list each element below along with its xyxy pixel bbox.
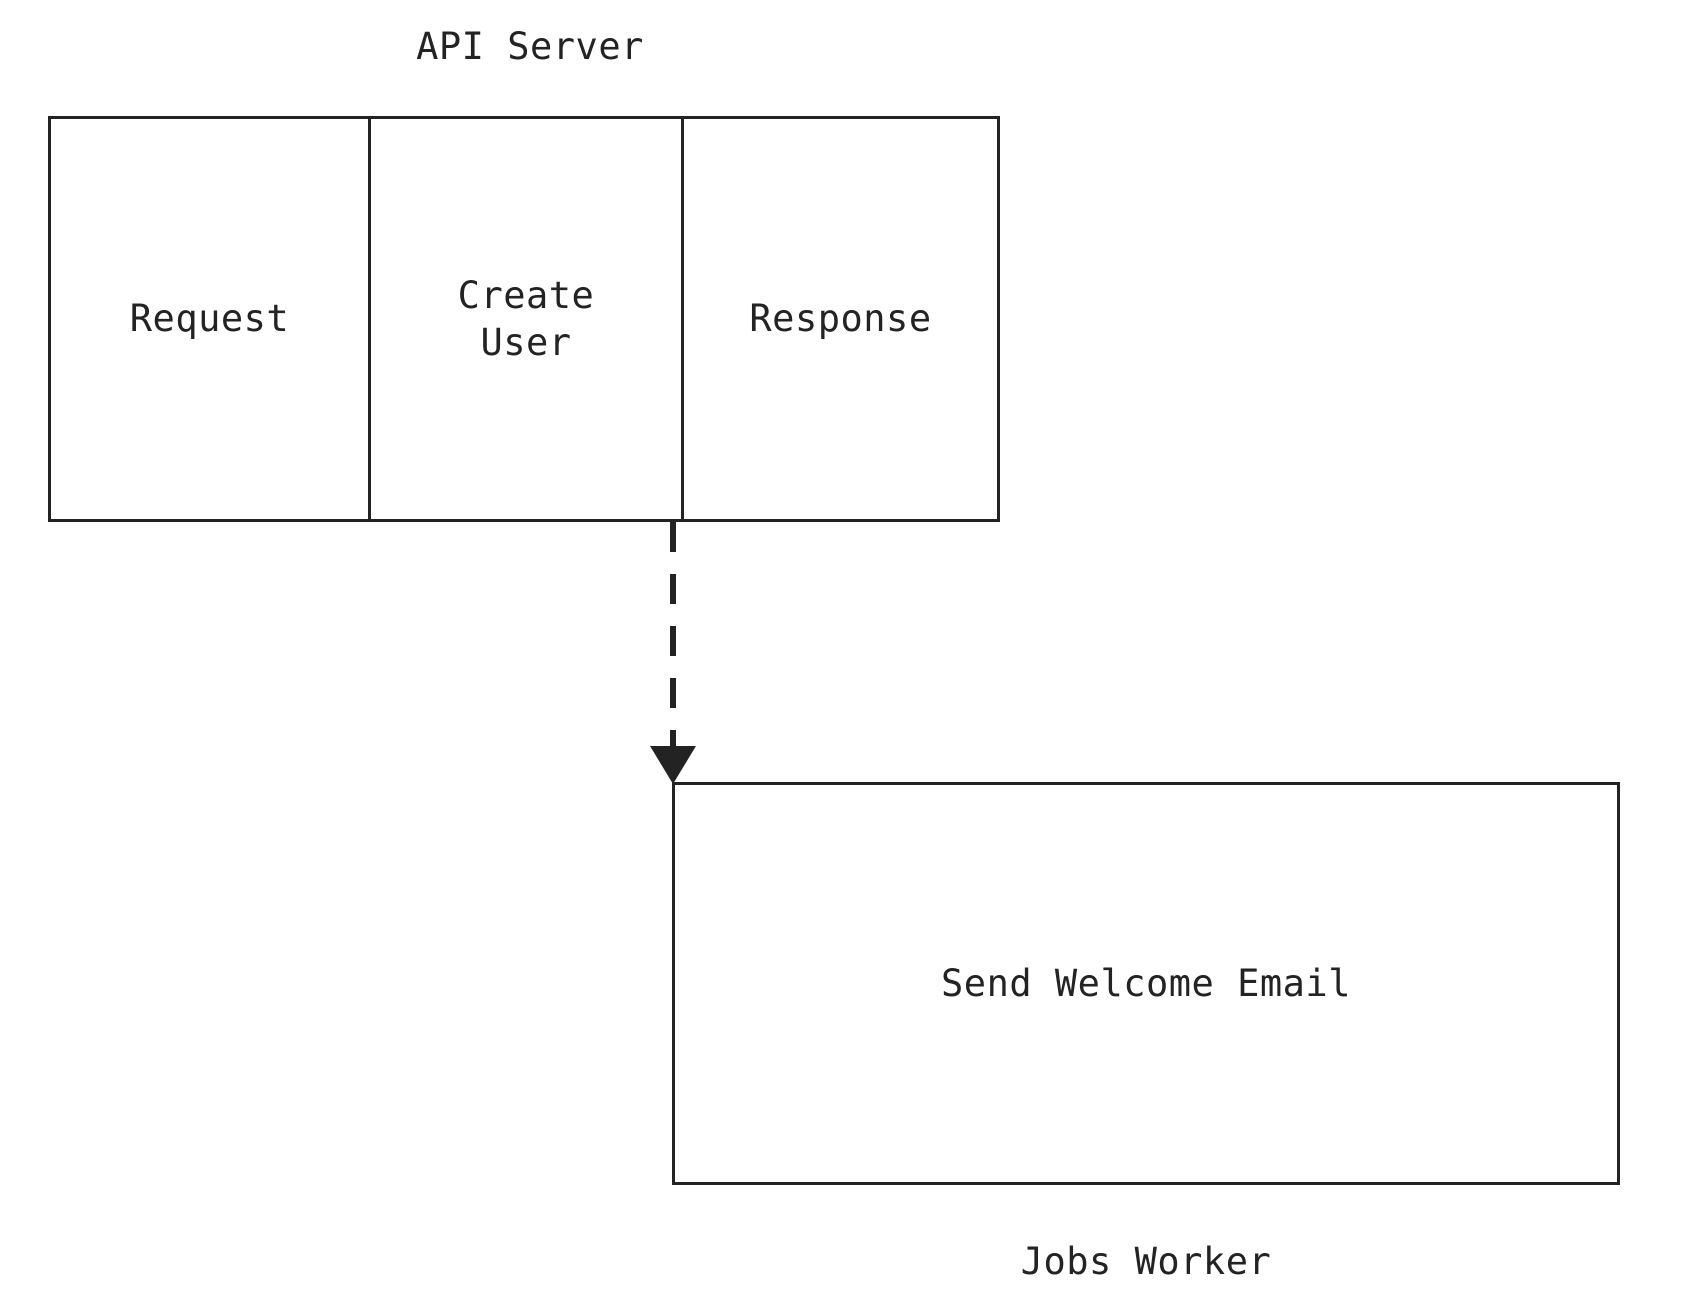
api-server-cell-create-user[interactable]: Create User bbox=[368, 119, 681, 519]
api-server-cell-request[interactable]: Request bbox=[51, 119, 368, 519]
arrowhead-down-icon bbox=[650, 746, 696, 784]
api-server-group-box: Request Create User Response bbox=[48, 116, 1000, 522]
jobs-worker-group-title: Jobs Worker bbox=[1020, 1240, 1272, 1283]
jobs-worker-group-box[interactable]: Send Welcome Email bbox=[672, 782, 1620, 1185]
api-server-cell-response-label: Response bbox=[749, 297, 932, 341]
api-server-cell-response[interactable]: Response bbox=[681, 119, 997, 519]
api-server-group-title: API Server bbox=[416, 25, 644, 68]
api-server-cell-create-user-label: Create User bbox=[457, 273, 595, 364]
api-server-cell-request-label: Request bbox=[129, 297, 290, 341]
jobs-worker-cell-send-welcome-email-label: Send Welcome Email bbox=[941, 961, 1351, 1005]
